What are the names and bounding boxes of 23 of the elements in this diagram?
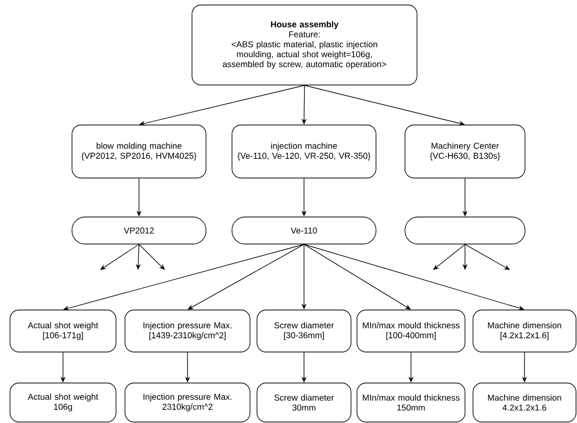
process-box: Actual shot weight 106g bbox=[10, 382, 116, 422]
pill-box: Ve-110 bbox=[232, 216, 376, 244]
process-box: Injection pressure Max. 2310kg/cm^2 bbox=[124, 382, 250, 422]
process-box: Machine dimension 4.2x1.2x1.6 bbox=[472, 382, 576, 422]
arrow bbox=[100, 244, 140, 270]
arrow bbox=[304, 244, 411, 310]
arrow bbox=[188, 244, 304, 310]
process-box: Screw diameter 30mm bbox=[256, 382, 352, 422]
arrow bbox=[138, 244, 165, 270]
process-box: blow molding machine {VP2012, SP2016, HVM4025} bbox=[72, 124, 206, 178]
process-box: House assembly Feature: <ABS plastic material, plastic injection moulding, actual shot weight=106g, assembled by screw, automatic operation> bbox=[192, 4, 418, 86]
process-box: Actual shot weight [106-171g] bbox=[10, 310, 116, 352]
process-box: Injection pressure Max. [1439-2310kg/cm^2] bbox=[124, 310, 250, 352]
process-box: injection machine {Ve-110, Ve-120, VR-250, VR-350} bbox=[232, 124, 376, 178]
process-box: MIn/max mould thickness [100-400mm] bbox=[356, 310, 466, 352]
pill-box: VP2012 bbox=[72, 216, 206, 244]
process-box: Machine dimension [4.2x1.2x1.6] bbox=[472, 310, 576, 352]
process-box: MIn/max mould thickness 150mm bbox=[356, 382, 466, 422]
pill-box bbox=[404, 216, 526, 244]
arrow bbox=[464, 244, 510, 270]
process-box: Screw diameter [30-36mm] bbox=[256, 310, 352, 352]
arrow bbox=[433, 244, 466, 270]
process-box: Machinery Center {VC-H630, B130s} bbox=[404, 124, 526, 178]
